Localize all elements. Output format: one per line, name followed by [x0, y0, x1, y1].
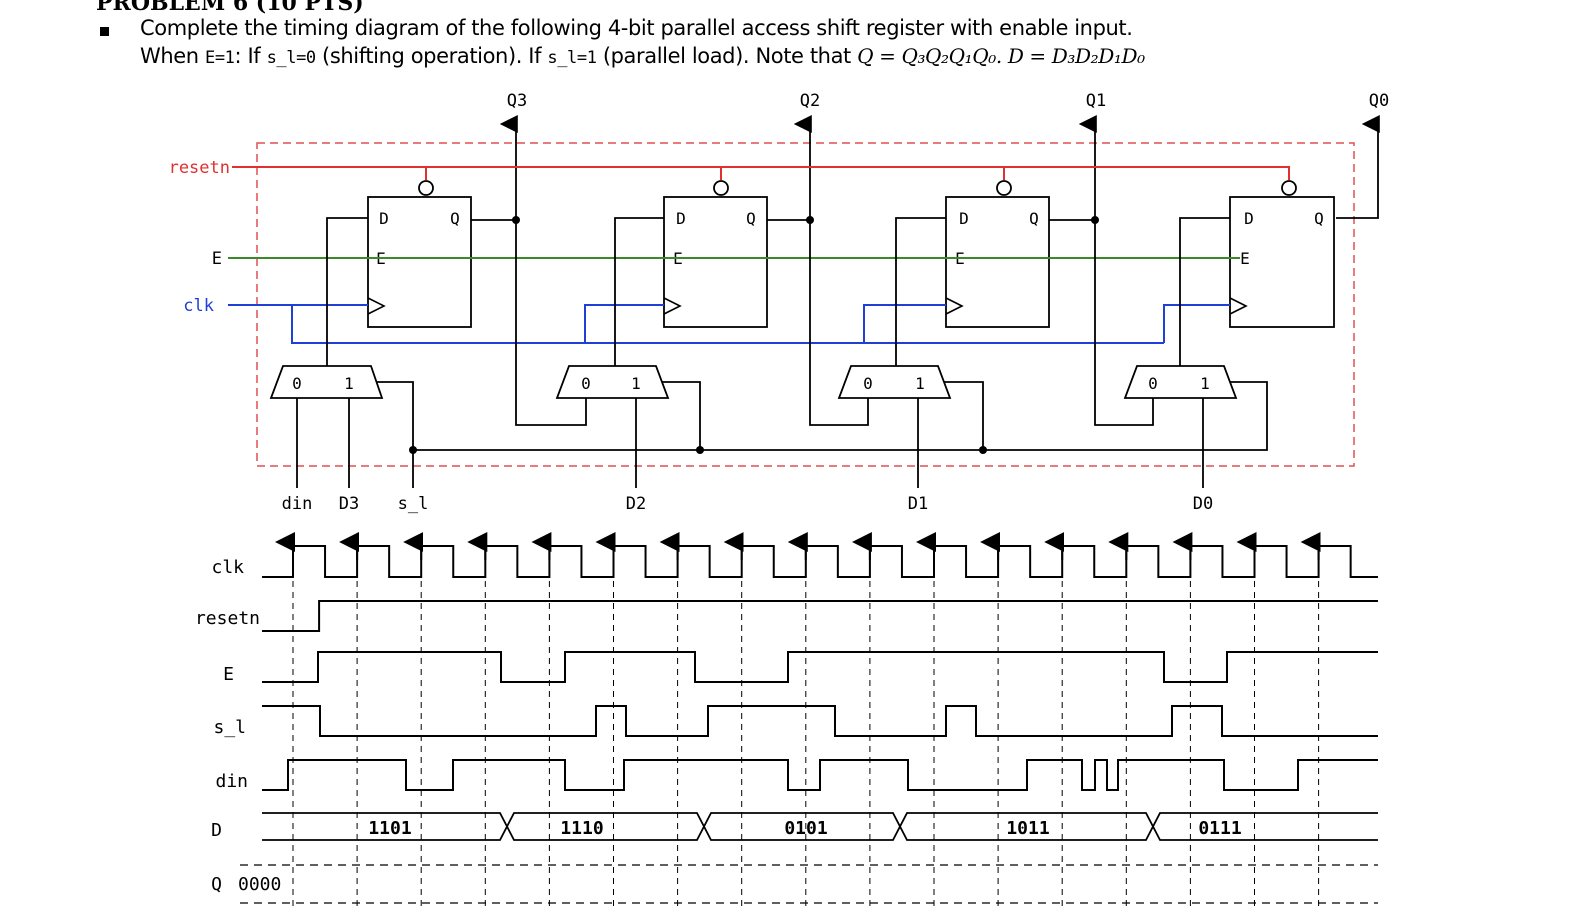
- din-waveform: [262, 759, 1378, 791]
- d-value-3: 0101: [784, 818, 827, 839]
- d3-input-label: D3: [339, 494, 359, 514]
- ff1-d-pin: D: [959, 209, 969, 228]
- mux2-input-0: 0: [581, 374, 591, 393]
- ff2-q-pin: Q: [746, 209, 756, 228]
- enable-input-label: E: [212, 249, 222, 269]
- sl-waveform: [262, 705, 1378, 737]
- q3-to-mux2: [515, 220, 587, 426]
- enable-condition: E=1: [205, 48, 235, 68]
- ff0-q-pin: Q: [1314, 209, 1324, 228]
- d1-input-label: D1: [908, 494, 928, 514]
- d-value-1: 1101: [368, 818, 411, 839]
- d2-input-label: D2: [626, 494, 646, 514]
- output-label-q0: Q0: [1369, 91, 1389, 111]
- d-value-4: 1011: [1006, 818, 1049, 839]
- output-label-q1: Q1: [1086, 91, 1106, 111]
- ff1-q-pin: Q: [1029, 209, 1039, 228]
- shift-text: (shifting operation). If: [322, 44, 542, 68]
- select-to-mux2: [662, 381, 701, 450]
- d0-input-label: D0: [1193, 494, 1213, 514]
- mux2-input-1: 1: [631, 374, 641, 393]
- din-input-label: din: [282, 494, 313, 514]
- mux1-input-0: 0: [863, 374, 873, 393]
- mux1-to-ff1-d: [895, 217, 946, 366]
- flip-flop-0: D Q E: [1229, 180, 1335, 328]
- mux3-input-0: 0: [292, 374, 302, 393]
- colon-text: :: [234, 44, 242, 68]
- problem-statement-line1: Complete the timing diagram of the follo…: [140, 16, 1133, 40]
- mux-3: 0 1: [269, 365, 384, 399]
- timing-diagram: clk resetn E s_l din D Q 1101 1110 0101 …: [195, 532, 1378, 908]
- problem-title: PROBLEM 6 (10 PTS): [96, 0, 364, 16]
- d-value-5: 0111: [1198, 818, 1241, 839]
- timing-gridlines: [292, 548, 1320, 908]
- d-value-2: 1110: [560, 818, 603, 839]
- timing-label-q: Q: [211, 874, 222, 895]
- timing-label-clk: clk: [211, 557, 244, 578]
- timing-label-e: E: [223, 664, 234, 685]
- mux0-input-1: 1: [1200, 374, 1210, 393]
- select-to-mux3: [377, 381, 414, 450]
- select-to-mux0: [1200, 381, 1268, 451]
- shift-register-circuit: Q3 Q2 Q1 Q0 resetn D Q E D Q E: [169, 91, 1390, 514]
- mux1-input-1: 1: [915, 374, 925, 393]
- mux-0: 0 1: [1123, 365, 1238, 399]
- mux-2: 0 1: [555, 365, 670, 399]
- q-equation: Q = Q₃Q₂Q₁Q₀: [857, 44, 996, 68]
- mux0-to-ff0-d: [1179, 217, 1230, 366]
- shift-select-condition: s_l=0: [266, 48, 317, 68]
- clock-input-label: clk: [183, 296, 214, 316]
- bullet-icon: [100, 27, 109, 36]
- output-label-q3: Q3: [507, 91, 527, 111]
- problem-statement-line2: When E=1: If s_l=0 (shifting operation).…: [140, 44, 1145, 68]
- load-text: (parallel load). Note that: [602, 44, 851, 68]
- timing-label-resetn: resetn: [195, 608, 260, 629]
- clock-branch-2: [584, 304, 664, 343]
- select-junction-3: [979, 446, 987, 454]
- q-initial-value: 0000: [238, 874, 281, 895]
- clock-branch-1: [863, 304, 946, 343]
- clock-branch-0: [1163, 304, 1230, 343]
- problem-header: PROBLEM 6 (10 PTS) Complete the timing d…: [0, 0, 1574, 80]
- flip-flop-1: D Q E: [945, 180, 1050, 328]
- sl-input-label: s_l: [398, 494, 429, 514]
- q2-to-mux1: [809, 220, 869, 426]
- when-text: When: [140, 44, 199, 68]
- resetn-input-label: resetn: [169, 158, 230, 178]
- mux0-input-0: 0: [1148, 374, 1158, 393]
- clock-bus: [291, 305, 1164, 344]
- timing-label-din: din: [215, 771, 248, 792]
- q0-output-wire: [1336, 115, 1380, 219]
- timing-label-d: D: [211, 820, 222, 841]
- select-junction-2: [696, 446, 704, 454]
- d-equation: . D = D₃D₂D₁D₀: [995, 44, 1145, 68]
- mux-1: 0 1: [837, 365, 952, 399]
- ff0-d-pin: D: [1244, 209, 1254, 228]
- e-waveform: [262, 651, 1378, 683]
- clk-waveform: [262, 545, 1378, 578]
- resetn-waveform: [262, 600, 1378, 632]
- flip-flop-2: D Q E: [663, 180, 768, 328]
- mux2-to-ff2-d: [614, 217, 664, 366]
- d-bus-lower: [262, 812, 1378, 841]
- ff0-e-pin: E: [1240, 249, 1250, 268]
- mux3-input-1: 1: [344, 374, 354, 393]
- output-label-q2: Q2: [800, 91, 820, 111]
- load-select-condition: s_l=1: [547, 48, 597, 68]
- if-text: If: [247, 44, 261, 68]
- flip-flop-3: D Q E: [367, 180, 472, 328]
- timing-label-sl: s_l: [213, 717, 246, 738]
- ff2-d-pin: D: [676, 209, 686, 228]
- mux3-to-ff3-d: [326, 217, 368, 366]
- select-to-mux1: [944, 381, 984, 450]
- ff3-q-pin: Q: [450, 209, 460, 228]
- ff3-d-pin: D: [379, 209, 389, 228]
- q1-to-mux0: [1094, 220, 1154, 426]
